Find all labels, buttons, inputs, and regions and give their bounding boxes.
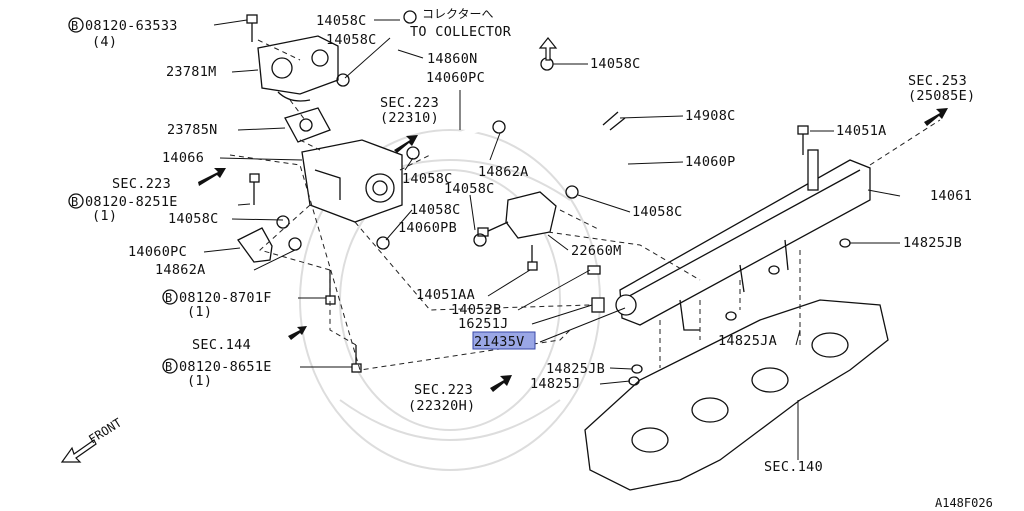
intake-manifold-sec140 xyxy=(584,299,889,491)
label-to-collector: TO COLLECTOR xyxy=(410,24,512,40)
bolt-b-letter: B xyxy=(71,195,78,209)
label-14052B[interactable]: 14052B xyxy=(451,302,502,318)
label-14060P[interactable]: 14060P xyxy=(685,154,736,170)
label-16251J[interactable]: 16251J xyxy=(458,316,509,332)
label-14058C[interactable]: 14058C xyxy=(168,211,219,227)
bolt-b-icon xyxy=(162,358,178,374)
label-sec140[interactable]: SEC.140 xyxy=(764,459,823,475)
label-14051AA[interactable]: 14051AA xyxy=(416,287,475,303)
label-14825JA[interactable]: 14825JA xyxy=(718,333,777,349)
label-14058C[interactable]: 14058C xyxy=(316,13,367,29)
label-qty: (1) xyxy=(92,208,117,224)
label-qty: (4) xyxy=(92,34,117,50)
label-23781M[interactable]: 23781M xyxy=(166,64,217,80)
label-sec144[interactable]: SEC.144 xyxy=(192,337,251,353)
part-23781M-housing xyxy=(257,35,339,102)
label-14825J[interactable]: 14825J xyxy=(530,376,581,392)
assembly-dashed-lines xyxy=(229,39,941,371)
label-14060PC[interactable]: 14060PC xyxy=(128,244,187,260)
label-sec223-bottom-sub: (22320H) xyxy=(408,398,475,414)
label-14060PB[interactable]: 14060PB xyxy=(398,220,457,236)
label-23785N[interactable]: 23785N xyxy=(167,122,218,138)
part-22660M-sensor xyxy=(477,191,557,239)
label-bolt-08120-8251E[interactable]: 08120-8251E xyxy=(85,194,178,210)
label-14058C[interactable]: 14058C xyxy=(632,204,683,220)
label-14058C[interactable]: 14058C xyxy=(410,202,461,218)
bolt-b-icon xyxy=(162,289,178,305)
part-23785N-gasket xyxy=(284,107,331,143)
label-sec223-top[interactable]: SEC.223 xyxy=(380,95,439,111)
bolt-b-letter: B xyxy=(71,19,78,33)
label-14066[interactable]: 14066 xyxy=(162,150,204,166)
label-14825JB[interactable]: 14825JB xyxy=(546,361,605,377)
label-qty: (1) xyxy=(187,373,212,389)
label-bolt-08120-8651E[interactable]: 08120-8651E xyxy=(179,359,272,375)
label-sec253[interactable]: SEC.253 xyxy=(908,73,967,89)
hose-14060PC-left xyxy=(237,227,273,263)
label-14061[interactable]: 14061 xyxy=(930,188,972,204)
label-qty: (1) xyxy=(187,304,212,320)
label-14860N[interactable]: 14860N xyxy=(427,51,478,67)
bolt-08120-63533-icon xyxy=(246,14,258,42)
bolt-b-letter: B xyxy=(165,360,172,374)
label-collector-jp: コレクターへ xyxy=(422,7,494,21)
label-14058C[interactable]: 14058C xyxy=(402,171,453,187)
bolt-b-symbols: B B B B xyxy=(68,17,178,374)
label-14060PC[interactable]: 14060PC xyxy=(426,70,485,86)
label-14908C[interactable]: 14908C xyxy=(685,108,736,124)
direction-arrows xyxy=(60,37,948,463)
label-sec223-top-sub: (22310) xyxy=(380,110,439,126)
label-21435V[interactable]: 21435V xyxy=(474,334,525,350)
label-bolt-08120-63533[interactable]: 08120-63533 xyxy=(85,18,178,34)
part-14066-block xyxy=(301,139,403,223)
hose-14060P xyxy=(545,79,627,189)
bolt-b-letter: B xyxy=(165,291,172,305)
label-14825JB[interactable]: 14825JB xyxy=(903,235,962,251)
label-14051A[interactable]: 14051A xyxy=(836,123,887,139)
label-14058C[interactable]: 14058C xyxy=(590,56,641,72)
label-sec253-sub: (25085E) xyxy=(908,88,975,104)
label-sec223-left[interactable]: SEC.223 xyxy=(112,176,171,192)
leader-lines xyxy=(203,19,901,460)
fuel-injectors xyxy=(679,239,789,331)
label-22660M[interactable]: 22660M xyxy=(571,243,622,259)
part-pressure-regulator xyxy=(587,265,637,316)
label-14058C[interactable]: 14058C xyxy=(326,32,377,48)
highlight-21435V xyxy=(472,331,536,350)
label-14058C[interactable]: 14058C xyxy=(444,181,495,197)
bolt-b-icon xyxy=(68,193,84,209)
label-14862A[interactable]: 14862A xyxy=(155,262,206,278)
bolt-b-icon xyxy=(68,17,84,33)
label-bolt-08120-8701F[interactable]: 08120-8701F xyxy=(179,290,272,306)
label-sec223-bottom[interactable]: SEC.223 xyxy=(414,382,473,398)
label-front: FRONT xyxy=(86,416,124,447)
part-14061-fuel-rail xyxy=(619,125,871,326)
label-14862A[interactable]: 14862A xyxy=(478,164,529,180)
front-arrow-icon xyxy=(60,439,97,463)
drawing-number: A148F026 xyxy=(935,496,993,510)
